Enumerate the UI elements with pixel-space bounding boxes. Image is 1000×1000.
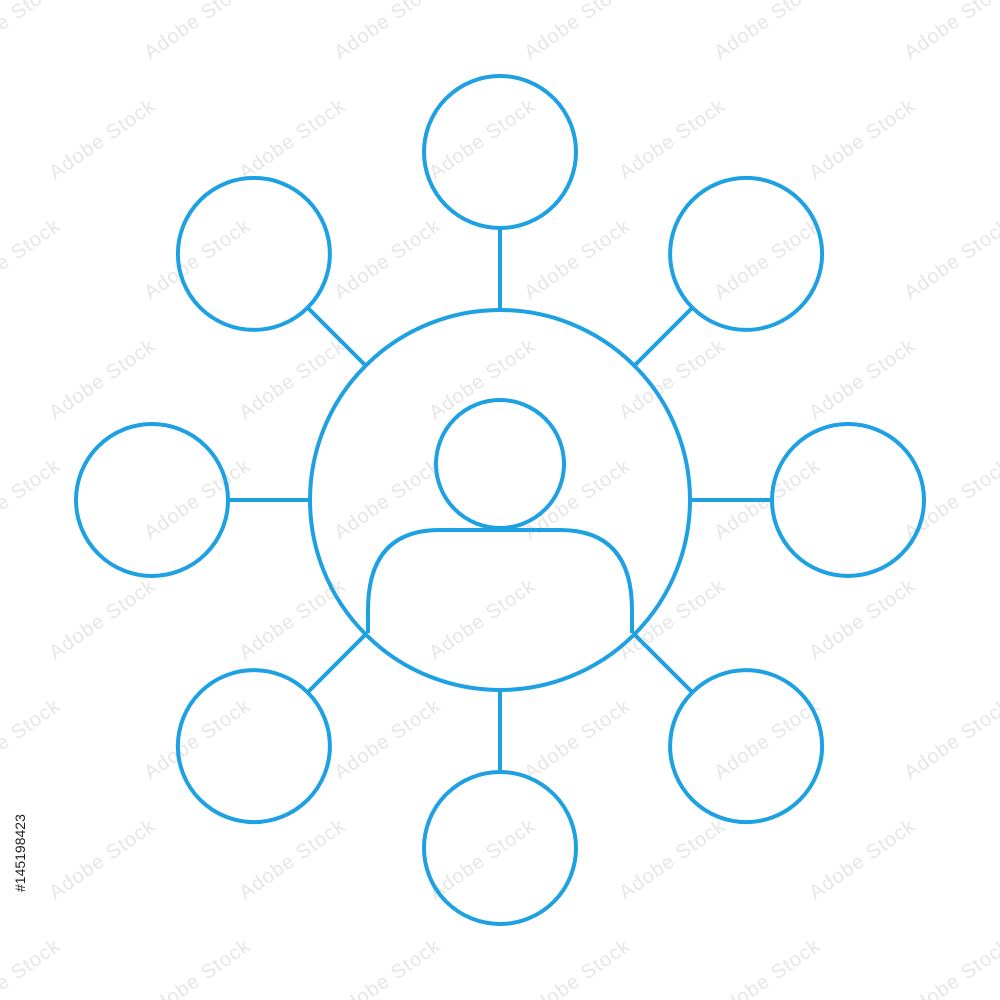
connector-top-left (306, 306, 368, 368)
connector-bottom-left (306, 632, 368, 694)
watermark-text: Adobe Stock (425, 335, 540, 424)
node-top-right (668, 175, 825, 332)
watermark-text: Adobe Stock (140, 0, 255, 64)
node-bottom-left (175, 668, 332, 825)
watermark-text: Adobe Stock (330, 0, 445, 64)
watermark-text: Adobe Stock (900, 695, 1000, 784)
node-bottom-right (668, 668, 825, 825)
watermark-text: Adobe Stock (995, 95, 1000, 184)
node-layer (74, 74, 926, 926)
watermark-text: Adobe Stock (615, 815, 730, 904)
watermark-text: Adobe Stock (0, 215, 65, 304)
watermark-text: Adobe Stock (805, 815, 920, 904)
watermark-text: Adobe Stock (425, 95, 540, 184)
watermark-text: Adobe Stock (710, 215, 825, 304)
watermark-text: Adobe Stock (45, 95, 160, 184)
user-icon-body (366, 528, 634, 633)
watermark-text: Adobe Stock (330, 215, 445, 304)
watermark-text: Adobe Stock (805, 335, 920, 424)
watermark-text: Adobe Stock (805, 575, 920, 664)
watermark-text: Adobe Stock (0, 0, 65, 64)
watermark-text: Adobe Stock (45, 335, 160, 424)
watermark-text: Adobe Stock (140, 215, 255, 304)
hub-circle (308, 308, 692, 692)
watermark-text: Adobe Stock (330, 695, 445, 784)
watermark-text: Adobe Stock (425, 815, 540, 904)
watermark-text: Adobe Stock (615, 335, 730, 424)
watermark-text: Adobe Stock (45, 575, 160, 664)
connector-layer (228, 228, 772, 772)
node-bottom (422, 770, 578, 926)
watermark-text: Adobe Stock (140, 935, 255, 1000)
watermark-text: Adobe Stock (45, 815, 160, 904)
watermark-text: Adobe Stock (900, 935, 1000, 1000)
watermark-text: Adobe Stock (900, 215, 1000, 304)
watermark-text: Adobe Stock (140, 695, 255, 784)
watermark-text: Adobe Stock (995, 815, 1000, 904)
watermark-text: Adobe Stock (0, 455, 65, 544)
user-icon (366, 398, 634, 633)
stock-id-label: #145198423 (12, 814, 28, 892)
watermark-text: Adobe Stock (520, 695, 635, 784)
watermark-text: Adobe Stock (710, 0, 825, 64)
watermark-text: Adobe Stock (520, 0, 635, 64)
watermark-text: Adobe Stock (995, 575, 1000, 664)
watermark-text: Adobe Stock (235, 95, 350, 184)
node-top-left (175, 175, 332, 332)
connector-bottom-right (632, 632, 694, 694)
watermark-text: Adobe Stock (995, 335, 1000, 424)
watermark-text: Adobe Stock (425, 575, 540, 664)
watermark-text: Adobe Stock (900, 0, 1000, 64)
watermark-text: Adobe Stock (520, 935, 635, 1000)
node-top (422, 74, 578, 230)
watermark-text: Adobe Stock (805, 95, 920, 184)
user-icon-head (434, 398, 566, 530)
watermark-text: Adobe Stock (235, 815, 350, 904)
watermark-text: Adobe Stock (0, 935, 65, 1000)
node-left (74, 422, 230, 578)
watermark-text: Adobe Stock (615, 95, 730, 184)
watermark-text: Adobe Stock (520, 215, 635, 304)
connector-top-right (632, 306, 694, 368)
watermark-text: Adobe Stock (710, 695, 825, 784)
watermark-text: Adobe Stock (330, 935, 445, 1000)
watermark-text: Adobe Stock (710, 935, 825, 1000)
hub-node (308, 308, 692, 692)
node-right (770, 422, 926, 578)
